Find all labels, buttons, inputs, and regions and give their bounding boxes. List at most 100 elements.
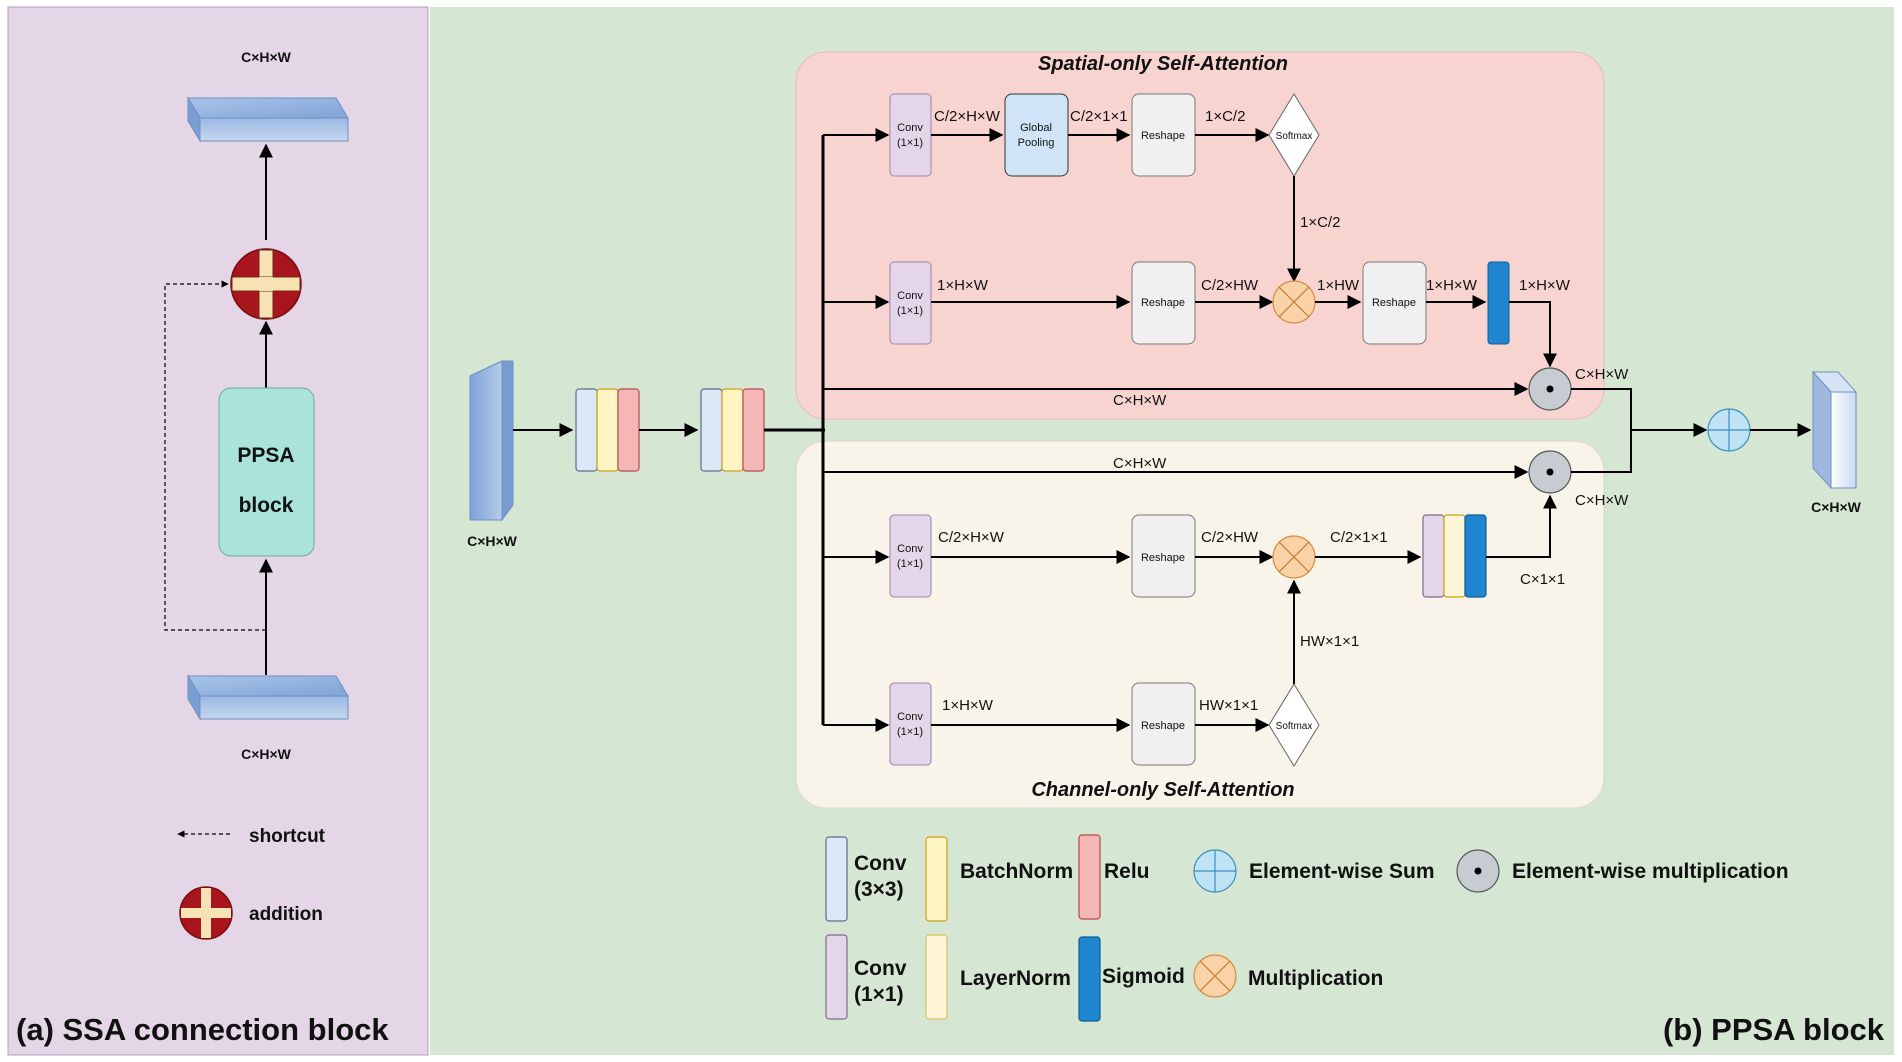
- panel-a: C×H×W PPSA block C×H×W: [7, 6, 429, 1056]
- legend-batchnorm-swatch: [925, 836, 948, 922]
- edge-label: C/2×HW: [1201, 277, 1259, 294]
- channel-attention-title: Channel-only Self-Attention: [1031, 779, 1294, 801]
- legend-element-sum-icon: [1193, 849, 1237, 893]
- conv-bn-relu-stack-1: [575, 388, 640, 472]
- edge-label: C/2×1×1: [1070, 108, 1128, 125]
- input-tensor-label: C×H×W: [467, 533, 518, 549]
- panel-a-top-label: C×H×W: [241, 49, 292, 65]
- channel-attention-region: [795, 440, 1605, 809]
- legend-multiplication-label: Multiplication: [1248, 967, 1383, 990]
- spatial-sigmoid: [1487, 261, 1510, 345]
- edge-label: HW×1×1: [1300, 633, 1359, 650]
- svg-text:Softmax: Softmax: [1276, 721, 1313, 732]
- edge-label: C/2×H×W: [938, 529, 1005, 546]
- legend-relu-swatch: [1078, 834, 1101, 920]
- edge-label: C/2×H×W: [934, 108, 1001, 125]
- channel-conv-top: Conv (1×1): [889, 514, 932, 598]
- legend-sigmoid-swatch: [1078, 936, 1101, 1022]
- legend-relu-label: Relu: [1104, 860, 1150, 883]
- edge-label: 1×H×W: [1519, 277, 1571, 294]
- conv-bn-relu-stack-2: [700, 388, 765, 472]
- svg-text:Conv: Conv: [897, 711, 923, 723]
- edge-label: C/2×1×1: [1330, 529, 1388, 546]
- input-tensor-slab: [187, 674, 349, 721]
- svg-text:Reshape: Reshape: [1141, 720, 1185, 732]
- input-tensor: [469, 360, 514, 522]
- addition-legend-label: addition: [249, 904, 323, 925]
- edge-label: C×H×W: [1113, 455, 1167, 472]
- channel-conv-ln-sigmoid-stack: [1422, 514, 1487, 598]
- svg-text:Conv: Conv: [897, 543, 923, 555]
- ppsa-block-node: PPSA block: [218, 387, 315, 557]
- channel-reshape-top: Reshape: [1131, 514, 1196, 598]
- legend-conv1x1-line2: (1×1): [854, 983, 904, 1006]
- edge-label: 1×H×W: [1426, 277, 1478, 294]
- edge-label: C×1×1: [1520, 571, 1565, 588]
- svg-text:Reshape: Reshape: [1372, 297, 1416, 309]
- shortcut-path: [164, 280, 266, 631]
- legend-conv3x3-swatch: [825, 836, 848, 922]
- legend-conv1x1-swatch: [825, 934, 848, 1020]
- svg-text:(1×1): (1×1): [897, 726, 923, 738]
- legend-batchnorm-label: BatchNorm: [960, 860, 1073, 883]
- spatial-conv-mid: Conv (1×1): [889, 261, 932, 345]
- edge-label: 1×HW: [1317, 277, 1360, 294]
- legend-layernorm-swatch: [925, 934, 948, 1020]
- output-tensor-label: C×H×W: [1811, 499, 1862, 515]
- edge-label: C×H×W: [1575, 492, 1629, 509]
- legend-layernorm-label: LayerNorm: [960, 967, 1071, 990]
- svg-text:Softmax: Softmax: [1276, 131, 1313, 142]
- shortcut-legend-label: shortcut: [249, 826, 326, 847]
- legend-element-mult-label: Element-wise multiplication: [1512, 860, 1789, 883]
- edge-label: C/2×HW: [1201, 529, 1259, 546]
- legend-conv3x3-line2: (3×3): [854, 878, 904, 901]
- spatial-conv-top: Conv (1×1): [889, 93, 932, 177]
- panel-b: Spatial-only Self-Attention Channel-only…: [430, 7, 1894, 1055]
- addition-circle: [230, 248, 302, 320]
- svg-text:Conv: Conv: [897, 290, 923, 302]
- output-tensor: [1811, 370, 1858, 490]
- svg-text:(1×1): (1×1): [897, 558, 923, 570]
- ppsa-block-line2: block: [239, 494, 294, 517]
- legend-conv3x3-line1: Conv: [854, 852, 907, 875]
- channel-softmax: Softmax: [1268, 683, 1320, 767]
- channel-element-mult: [1528, 450, 1572, 494]
- legend: Conv (3×3) BatchNorm Relu Element-wise S…: [825, 834, 1789, 1022]
- channel-conv-bottom: Conv (1×1): [889, 682, 932, 766]
- spatial-multiplication: [1272, 280, 1316, 324]
- spatial-reshape-mid: Reshape: [1131, 261, 1196, 345]
- svg-text:Reshape: Reshape: [1141, 130, 1185, 142]
- channel-multiplication: [1272, 535, 1316, 579]
- channel-reshape-bottom: Reshape: [1131, 682, 1196, 766]
- svg-text:Pooling: Pooling: [1018, 137, 1055, 149]
- legend-multiplication-icon: [1193, 954, 1237, 998]
- panel-a-background: [7, 6, 429, 1056]
- legend-conv1x1-line1: Conv: [854, 957, 907, 980]
- element-sum-node: [1707, 408, 1751, 452]
- svg-text:(1×1): (1×1): [897, 305, 923, 317]
- edge-label: 1×C/2: [1205, 108, 1245, 125]
- panel-a-caption: (a) SSA connection block: [16, 1012, 389, 1047]
- spatial-attention-title: Spatial-only Self-Attention: [1038, 53, 1288, 75]
- legend-element-mult-icon: [1456, 849, 1500, 893]
- spatial-element-mult: [1528, 367, 1572, 411]
- spatial-reshape-top: Reshape: [1131, 93, 1196, 177]
- output-tensor-slab: [187, 96, 349, 143]
- edge-labels: C/2×H×W C/2×1×1 1×C/2 1×C/2 1×H×W C/2×HW…: [934, 108, 1629, 714]
- svg-text:Global: Global: [1020, 122, 1052, 134]
- legend-element-sum-label: Element-wise Sum: [1249, 860, 1435, 883]
- svg-text:Reshape: Reshape: [1141, 552, 1185, 564]
- edge-label: C×H×W: [1575, 366, 1629, 383]
- svg-text:Conv: Conv: [897, 122, 923, 134]
- edge-label: 1×H×W: [942, 697, 994, 714]
- edge-label: HW×1×1: [1199, 697, 1258, 714]
- legend-sigmoid-label: Sigmoid: [1102, 965, 1185, 988]
- panel-b-caption: (b) PPSA block: [1663, 1012, 1885, 1047]
- panel-a-bottom-label: C×H×W: [241, 746, 292, 762]
- edge-label: 1×C/2: [1300, 214, 1340, 231]
- svg-text:Reshape: Reshape: [1141, 297, 1185, 309]
- addition-legend-icon: [179, 886, 233, 940]
- edge-label: C×H×W: [1113, 392, 1167, 409]
- edge-label: 1×H×W: [937, 277, 989, 294]
